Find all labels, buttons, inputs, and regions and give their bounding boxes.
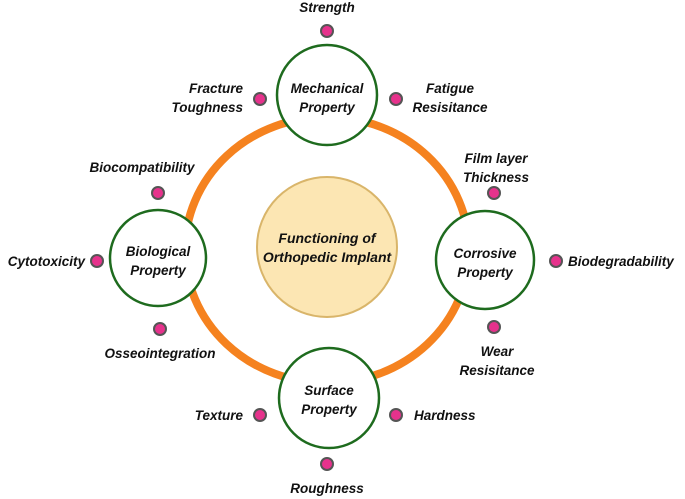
label-roughness: Roughness (290, 481, 364, 496)
hub-biological: Biological Property (108, 208, 208, 308)
hub-biological-line2: Property (130, 263, 187, 278)
hub-mechanical: Mechanical Property (275, 43, 379, 147)
label-film-line1: Film layer (464, 151, 528, 166)
dot-biocompatibility (151, 186, 165, 200)
label-osseointegration: Osseointegration (104, 346, 215, 361)
center-label-line1: Functioning of (278, 230, 377, 246)
label-biodegradability: Biodegradability (568, 254, 675, 269)
label-biocompatibility: Biocompatibility (89, 160, 195, 175)
dot-fatigue-resistance (389, 92, 403, 106)
hub-surface-line1: Surface (304, 383, 354, 398)
hub-surface: Surface Property (277, 346, 381, 450)
label-strength: Strength (299, 0, 355, 15)
label-hardness: Hardness (414, 408, 476, 423)
hub-biological-line1: Biological (126, 244, 191, 259)
label-cytotoxicity: Cytotoxicity (8, 254, 87, 269)
label-fracture-line2: Toughness (171, 100, 243, 115)
dot-film-layer-thickness (487, 186, 501, 200)
hub-mechanical-line2: Property (299, 100, 356, 115)
dot-fracture-toughness (253, 92, 267, 106)
label-wear-line1: Wear (481, 344, 515, 359)
center-circle (256, 176, 398, 318)
center-label-line2: Orthopedic Implant (263, 249, 393, 265)
dot-texture (253, 408, 267, 422)
dot-strength (320, 24, 334, 38)
hub-surface-circle (277, 346, 381, 450)
hub-corrosive-circle (434, 209, 536, 311)
label-fracture-line1: Fracture (189, 81, 244, 96)
label-fatigue-line2: Resisitance (412, 100, 488, 115)
dot-wear-resistance (487, 320, 501, 334)
label-fatigue-line1: Fatigue (426, 81, 474, 96)
dot-cytotoxicity (90, 254, 104, 268)
hub-corrosive: Corrosive Property (434, 209, 536, 311)
dot-roughness (320, 457, 334, 471)
hub-mechanical-line1: Mechanical (291, 81, 364, 96)
hub-mechanical-circle (275, 43, 379, 147)
dot-biodegradability (549, 254, 563, 268)
dot-osseointegration (153, 322, 167, 336)
dot-hardness (389, 408, 403, 422)
center-node: Functioning of Orthopedic Implant (256, 176, 398, 318)
hub-biological-circle (108, 208, 208, 308)
label-film-line2: Thickness (463, 170, 530, 185)
hub-corrosive-line1: Corrosive (453, 246, 517, 261)
label-wear-line2: Resisitance (459, 363, 535, 378)
label-texture: Texture (195, 408, 244, 423)
hub-surface-line2: Property (301, 402, 358, 417)
hub-corrosive-line2: Property (457, 265, 514, 280)
